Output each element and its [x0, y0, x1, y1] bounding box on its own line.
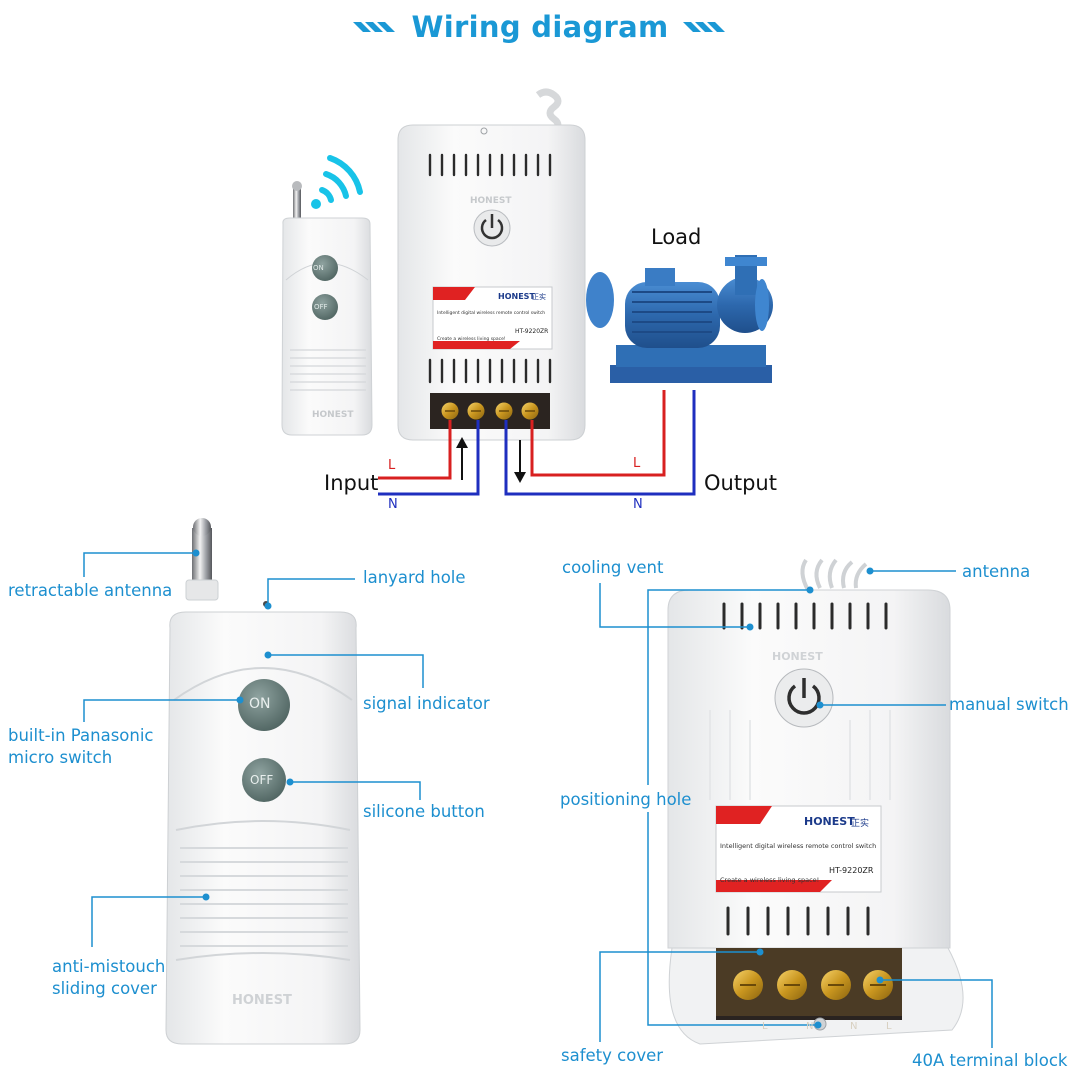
callout-lines [83, 552, 993, 1048]
callout-sliding-cover: anti-mistouch sliding cover [52, 957, 166, 998]
receiver-card-model: HT-9220ZR [829, 866, 874, 875]
top-card-line1: Intelligent digital wireless remote cont… [437, 311, 546, 316]
flow-arrows [456, 437, 526, 483]
remote-brand-embossed: HONEST [232, 993, 292, 1008]
top-remote-brand: HONEST [312, 410, 354, 420]
title-left-slash-icon [353, 22, 396, 32]
receiver-large [667, 558, 964, 1045]
top-receiver [397, 88, 586, 441]
callout-positioning-hole: positioning hole [560, 790, 692, 809]
input-label: Input [324, 471, 379, 495]
callout-micro-switch: built-in Panasonic micro switch [8, 726, 154, 767]
receiver-card-line1: Intelligent digital wireless remote cont… [720, 842, 877, 850]
input-live-label: L [388, 458, 396, 473]
top-remote-on-label: ON [313, 264, 324, 272]
top-card-brand-cn: 正实 [532, 293, 546, 301]
wifi-signal-icon [311, 155, 363, 209]
top-card-model: HT-9220ZR [515, 328, 549, 335]
top-card-brand: HONEST [498, 292, 535, 301]
callout-safety-cover: safety cover [561, 1046, 664, 1065]
receiver-card-slogan: Create a wireless living space! [720, 876, 820, 884]
title-right-slash-icon [682, 22, 725, 32]
title-bar: Wiring diagram [0, 10, 1080, 60]
receiver-card-brand: HONEST [804, 815, 855, 828]
callout-dots [192, 549, 884, 1029]
wires [378, 390, 696, 496]
callout-signal-indicator: signal indicator [363, 694, 490, 713]
callout-manual-switch: manual switch [949, 695, 1069, 714]
top-remote-off-label: OFF [314, 303, 328, 311]
callout-silicone-button: silicone button [363, 802, 485, 821]
callout-lanyard-hole: lanyard hole [363, 568, 466, 587]
callout-retractable-antenna: retractable antenna [8, 581, 173, 600]
remote-off-button-label: OFF [250, 773, 274, 787]
output-neutral-label: N [633, 497, 643, 512]
load-label: Load [651, 225, 702, 249]
terminal-mark-3: N [850, 1021, 858, 1032]
remote-large [165, 518, 361, 1045]
top-card-slogan: Create a wireless living space! [437, 337, 506, 342]
output-label: Output [704, 471, 777, 495]
output-live-label: L [633, 456, 641, 471]
page-title: Wiring diagram [411, 10, 669, 44]
remote-on-button-label: ON [249, 696, 271, 712]
callout-cooling-vent: cooling vent [562, 558, 664, 577]
terminal-mark-2: N [806, 1021, 814, 1032]
receiver-brand-embossed: HONEST [772, 650, 823, 663]
callout-antenna: antenna [962, 562, 1031, 581]
callout-terminal-block: 40A terminal block [912, 1051, 1068, 1070]
receiver-card-brand-cn: 正实 [851, 819, 870, 829]
pump-load-icon [586, 255, 773, 383]
input-neutral-label: N [388, 497, 398, 512]
top-remote: HONEST [281, 181, 373, 436]
terminal-mark-4: L [886, 1021, 892, 1032]
top-receiver-brand-embossed: HONEST [470, 196, 512, 206]
terminal-mark-1: L [762, 1021, 768, 1032]
